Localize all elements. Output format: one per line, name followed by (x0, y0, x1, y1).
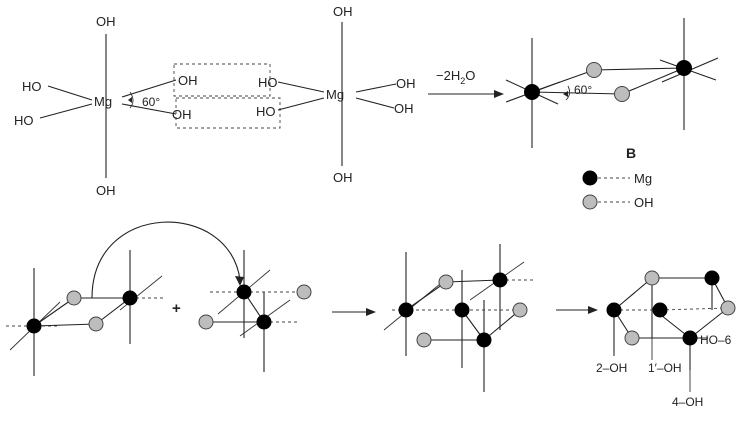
oh-bottom-right: OH (333, 170, 353, 185)
oh-group (66, 290, 82, 306)
oh-bottom-left: OH (96, 183, 116, 198)
legend-mg-label: Mg (634, 171, 652, 186)
angle-arrow-b (563, 91, 568, 97)
plus-sign: + (172, 300, 181, 317)
oh-group (512, 302, 528, 318)
mg-left: Mg (94, 94, 112, 109)
legend: B Mg OH (582, 145, 654, 210)
product-dimer: 60° (505, 18, 719, 148)
bottom-final-cage: 2–OH 1′–OH HO–6 4–OH (596, 270, 736, 409)
ho-upper-left: HO (22, 79, 42, 94)
oh-upper-right: OH (396, 76, 416, 91)
label-2-oh: 2–OH (596, 361, 627, 375)
angle-left: 60° (142, 95, 160, 109)
angle-b: 60° (574, 83, 592, 97)
mg-atom (652, 302, 668, 318)
mg-atom (256, 314, 272, 330)
bottom-arrow-2 (556, 306, 598, 314)
label-1-oh: 1′–OH (648, 361, 682, 375)
oh-group (614, 86, 630, 102)
ho-bridge-upper: HO (258, 75, 278, 90)
oh-lower-right: OH (394, 101, 414, 116)
reaction-label: −2H2O (436, 68, 475, 86)
bottom-dimer (6, 221, 244, 376)
oh-group (416, 332, 432, 348)
mg-atom (398, 302, 414, 318)
mg-atom (524, 84, 540, 100)
mg-atom (676, 60, 692, 76)
label-4-oh: 4–OH (672, 395, 703, 409)
mg-atom (236, 284, 252, 300)
oh-bridge-lower: OH (172, 107, 192, 122)
mg-atom (682, 330, 698, 346)
legend-oh-swatch (582, 194, 598, 210)
oh-bridge-upper: OH (178, 73, 198, 88)
mg-right: Mg (326, 87, 344, 102)
oh-group (296, 284, 312, 300)
mg-atom (454, 302, 470, 318)
angle-arrow-left (128, 97, 132, 103)
mg-atom (122, 290, 138, 306)
label-6-oh: HO–6 (700, 333, 732, 347)
bottom-second-dimer (198, 250, 312, 372)
bottom-arrow-1 (332, 308, 376, 316)
bottom-tetramer (383, 244, 536, 392)
section-label-b: B (626, 145, 636, 161)
oh-group (198, 314, 214, 330)
oh-group (644, 270, 660, 286)
mg-atom (26, 318, 42, 334)
curved-arrow (91, 221, 241, 299)
mg-atom (606, 302, 622, 318)
reaction-arrow-group: −2H2O (428, 68, 504, 98)
bridging-dashed-boxes (173, 63, 281, 129)
angle-arc-left (129, 91, 134, 109)
oh-top-right: OH (333, 4, 353, 19)
legend-oh-label: OH (634, 195, 654, 210)
angle-arc-b (565, 85, 571, 101)
ho-bridge-lower: HO (256, 104, 276, 119)
mg-atom (704, 270, 720, 286)
oh-top-left: OH (96, 14, 116, 29)
mg-atom (492, 272, 508, 288)
left-mg-octahedron: OH OH HO HO Mg 60° OH OH (14, 14, 198, 198)
ho-lower-left: HO (14, 113, 34, 128)
oh-group (624, 330, 640, 346)
mg-atom (476, 332, 492, 348)
right-mg-octahedron: OH OH HO HO Mg OH OH (256, 4, 416, 185)
oh-group (720, 300, 736, 316)
reaction-arrow-head (494, 90, 504, 98)
oh-group (586, 62, 602, 78)
curved-arrow-head (235, 276, 244, 286)
legend-mg-swatch (582, 170, 598, 186)
oh-group (88, 316, 104, 332)
oh-group (438, 274, 454, 290)
